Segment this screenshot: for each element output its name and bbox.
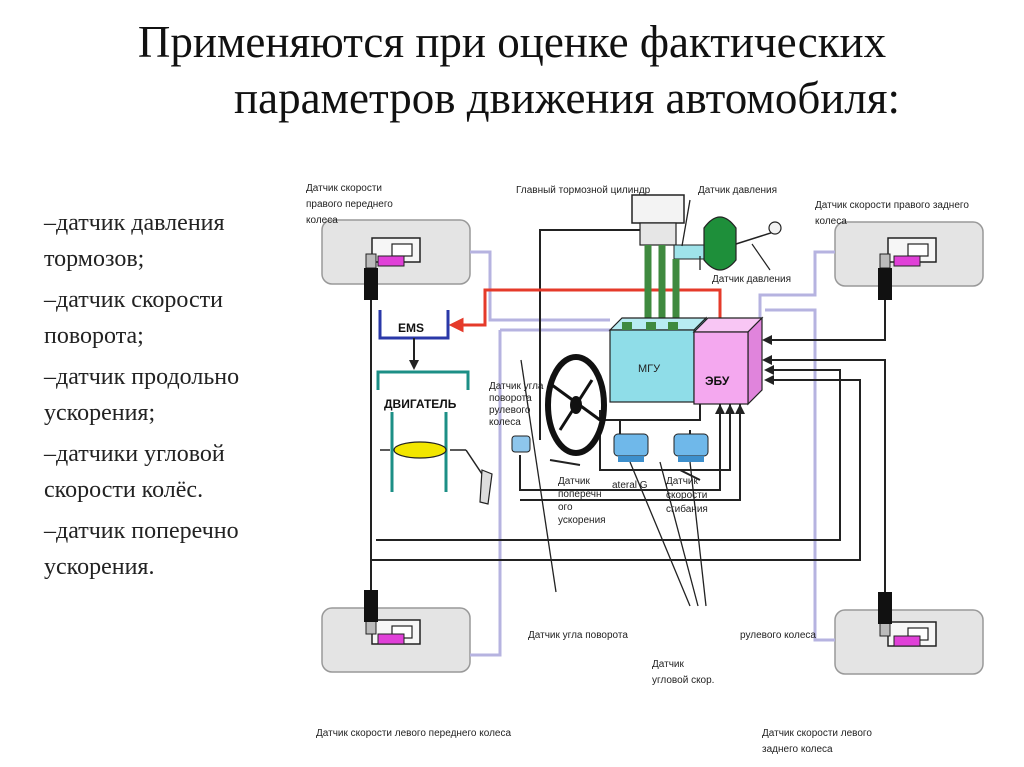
label-ecu: ЭБУ [705, 374, 730, 388]
wheel-rear-left [834, 592, 984, 675]
label-steer-4: колеса [489, 417, 521, 428]
label-lateral-g: ateral G [612, 480, 648, 491]
slide-title: Применяются при оценке фактических парам… [0, 14, 1024, 126]
label-lat-2: поперечн [558, 489, 601, 500]
list-item: –датчик поперечно ускорения. [44, 518, 239, 580]
master-cylinder [631, 194, 782, 271]
label-rl-1: Датчик скорости левого [762, 728, 872, 739]
label-lat-1: Датчик [558, 476, 590, 487]
label-ang-1: Датчик [652, 659, 684, 670]
label-steer-wheel: рулевого колеса [740, 630, 816, 641]
lateral-accel-sensor [613, 433, 649, 462]
ems-unit [378, 310, 450, 370]
label-master-cylinder: Главный тормозной цилиндр [516, 185, 651, 196]
label-rr-wheel-2: колеса [815, 216, 847, 227]
label-steer-1: Датчик угла [489, 381, 544, 392]
label-lat-3: ого [558, 502, 573, 513]
label-yaw-3: сгибания [666, 503, 708, 515]
wheel-front-left [321, 590, 471, 673]
steering-wheel [545, 354, 607, 456]
label-pressure-top: Датчик давления [698, 185, 777, 196]
label-fl-wheel: Датчик скорости левого переднего колеса [316, 728, 511, 739]
title-line-1: Применяются при оценке фактических [137, 17, 887, 67]
label-ems: EMS [398, 321, 424, 335]
title-line-2: параметров движения автомобиля: [234, 73, 900, 123]
wheel-front-right [321, 219, 471, 300]
label-steer-2: поворота [489, 393, 532, 404]
engine-unit [376, 370, 493, 505]
yaw-rate-sensor [673, 433, 709, 462]
ecu-input-arrows [715, 335, 774, 414]
brake-line [448, 288, 722, 333]
label-fr-wheel-3: колеса [306, 215, 338, 226]
label-fr-wheel-1: Датчик скорости [306, 183, 382, 194]
diagram-labels: Датчик скорости правого переднего колеса… [306, 183, 969, 755]
label-yaw-2: скорости [666, 490, 707, 501]
label-rr-wheel-1: Датчик скорости правого заднего [815, 200, 969, 211]
label-fr-wheel-2: правого переднего [306, 199, 393, 210]
list-item: –датчик скорости поворота; [44, 287, 223, 349]
list-item: –датчик давления тормозов; [44, 210, 225, 272]
label-ang-2: угловой скор. [652, 675, 714, 686]
label-lat-4: ускорения [558, 515, 606, 526]
sensor-list: –датчик давления тормозов; –датчик скоро… [44, 205, 314, 590]
wheel-rear-right [834, 221, 984, 300]
sensor-wiring [470, 250, 835, 657]
label-yaw-1: Датчик [666, 476, 698, 487]
label-mgu: МГУ [638, 363, 661, 375]
label-pressure-side: Датчик давления [712, 274, 791, 285]
label-steer-angle: Датчик угла поворота [528, 630, 628, 641]
list-item: –датчики угловой скорости колёс. [44, 441, 225, 503]
list-item: –датчик продольно ускорения; [44, 364, 240, 426]
label-rl-2: заднего колеса [762, 744, 833, 755]
label-engine: ДВИГАТЕЛЬ [384, 397, 457, 411]
label-steer-3: рулевого [489, 405, 531, 416]
leader-lines [520, 199, 707, 607]
hydraulic-lines [644, 245, 680, 322]
steering-angle-sensor [511, 435, 531, 453]
mgu-unit [608, 316, 708, 404]
ecu-unit [692, 316, 764, 406]
